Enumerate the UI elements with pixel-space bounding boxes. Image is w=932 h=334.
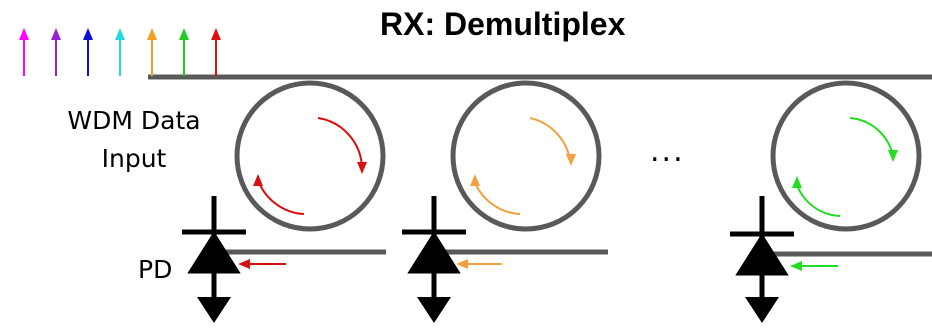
ring-resonator-1 [234, 80, 386, 232]
ring-n-circulation-arrows [795, 117, 894, 217]
photodiode-1 [182, 196, 246, 323]
ellipsis: ... [650, 134, 685, 169]
photodiode-2 [402, 196, 466, 323]
photodiode-n [730, 196, 794, 323]
pd-label: PD [138, 255, 173, 284]
diagram-title: RX: Demultiplex [380, 6, 626, 42]
ring-1-circulation-arrows [257, 117, 363, 215]
wdm-input-label: WDM Data Input [44, 102, 224, 178]
wavelength-arrow [51, 28, 61, 76]
wavelength-arrow [211, 28, 221, 76]
wdm-input-label-line1: WDM Data [67, 106, 201, 135]
wavelength-arrow [179, 28, 189, 76]
wavelength-arrow [147, 28, 157, 76]
ring-2-circulation-arrows [473, 117, 571, 215]
wavelength-arrow [115, 28, 125, 76]
ring-resonator-n [770, 80, 922, 232]
ring-resonator-2 [450, 80, 602, 232]
wdm-input-label-line2: Input [101, 144, 167, 173]
wavelength-input-arrows [19, 28, 221, 76]
wavelength-arrow [19, 28, 29, 76]
wavelength-arrow [83, 28, 93, 76]
